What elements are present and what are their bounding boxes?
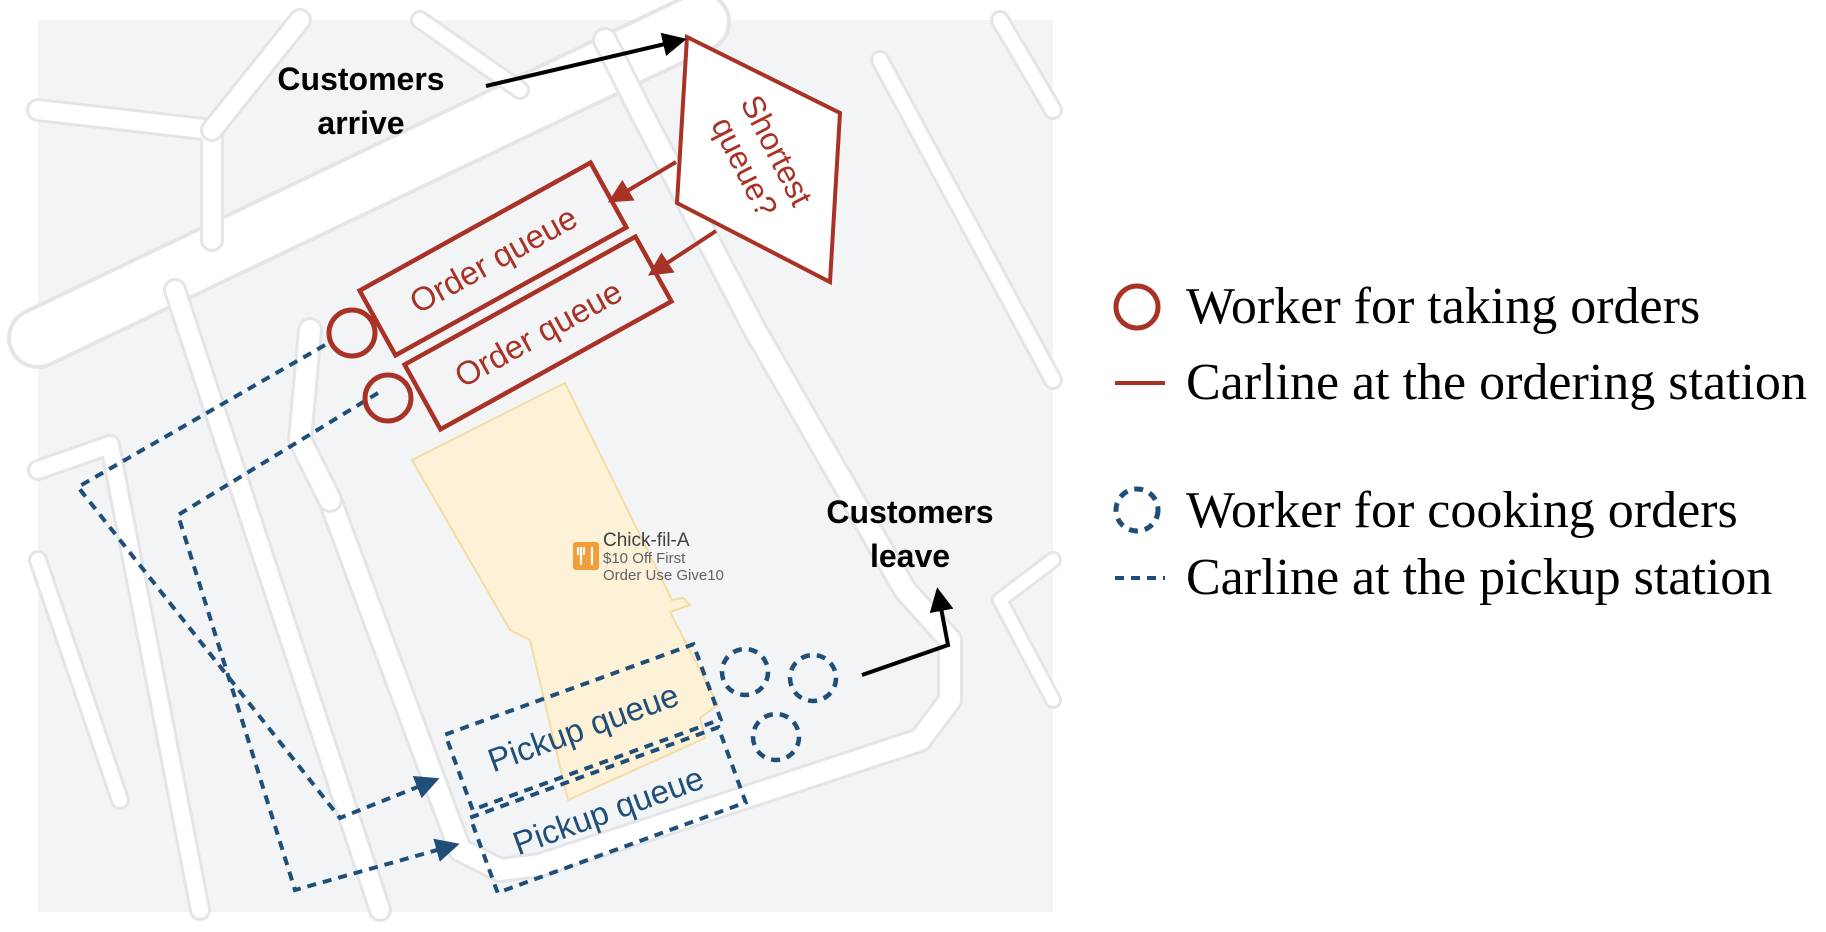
cooking-worker-2 (787, 652, 839, 704)
customers-leave: Customers leave (826, 494, 994, 677)
legend-item-pickup-carline: Carline at the pickup station (1115, 549, 1772, 606)
arrive-label-line1: Customers (277, 61, 444, 97)
cooking-workers (719, 646, 839, 763)
legend-red-circle-icon (1113, 283, 1161, 331)
order-worker-2 (362, 372, 414, 424)
leave-label-line1: Customers (826, 494, 993, 530)
order-routing-arrows (607, 160, 718, 276)
route-to-order-queue-1 (607, 160, 678, 203)
pickup-carline-1 (74, 343, 440, 821)
map-poi[interactable]: Chick-fil-A $10 Off First Order Use Give… (573, 530, 724, 584)
leave-arrow (861, 587, 954, 677)
legend-blue-dashed-circle-icon (1113, 486, 1161, 534)
restaurant-building (410, 381, 720, 802)
legend: Worker for taking orders Carline at the … (1113, 278, 1807, 606)
pickup-carlines (74, 343, 460, 893)
leave-label-line2: leave (870, 538, 950, 574)
poi-name: Chick-fil-A (603, 530, 690, 551)
customers-arrive: Customers arrive (277, 32, 687, 141)
poi-promo-line2: Order Use Give10 (603, 567, 724, 584)
order-worker-1 (326, 307, 378, 359)
fork-knife-icon (576, 546, 594, 566)
poi-promo-line1: $10 Off First (603, 550, 686, 567)
pickup-carline-2 (175, 391, 460, 893)
legend-item-order-worker: Worker for taking orders (1113, 278, 1700, 335)
order-workers (326, 307, 414, 424)
legend-label: Carline at the ordering station (1186, 354, 1807, 411)
cooking-worker-1 (719, 646, 771, 698)
map-background (7, 0, 1063, 922)
legend-label: Worker for cooking orders (1186, 482, 1738, 539)
arrive-label-line2: arrive (317, 105, 404, 141)
shortest-queue-decision: Shortest queue? (674, 33, 843, 286)
legend-item-order-carline: Carline at the ordering station (1115, 354, 1807, 411)
cooking-worker-3 (750, 711, 802, 763)
legend-item-cooking-worker: Worker for cooking orders (1113, 482, 1738, 539)
legend-label: Worker for taking orders (1186, 278, 1700, 335)
route-to-order-queue-2 (647, 229, 718, 276)
arrive-arrow (485, 32, 687, 88)
restaurant-icon (573, 542, 599, 570)
legend-label: Carline at the pickup station (1186, 549, 1772, 606)
